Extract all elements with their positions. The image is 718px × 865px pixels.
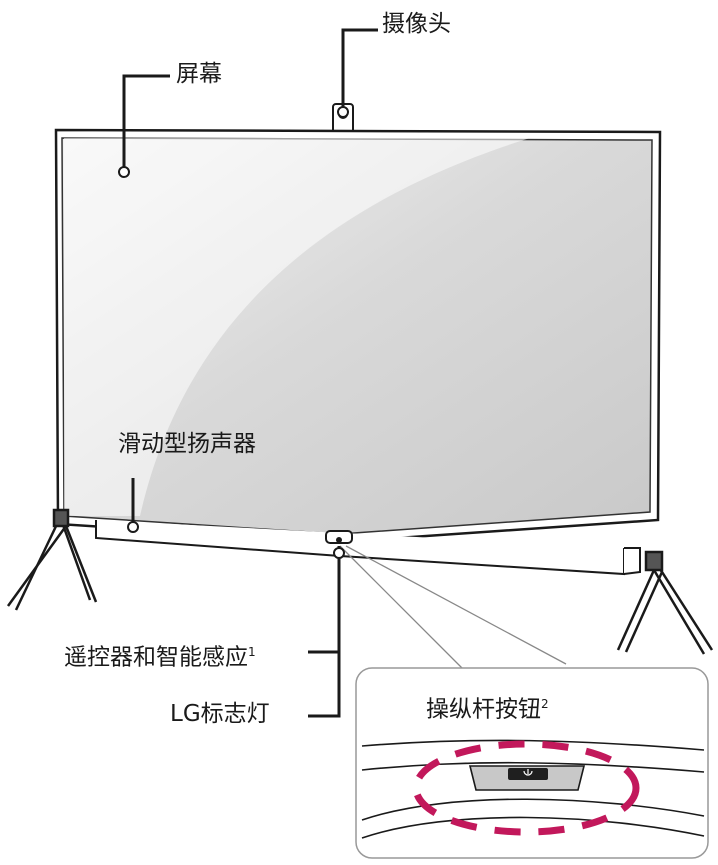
joystick-zoom-panel <box>355 667 709 859</box>
leader-lines <box>122 28 378 718</box>
camera-label-text: 摄像头 <box>382 11 451 37</box>
camera-label: 摄像头 <box>382 10 451 38</box>
remote-sensor-label: 遥控器和智能感应1 <box>64 638 256 672</box>
joystick-label: 操纵杆按钮2 <box>426 690 549 724</box>
joystick-range-ring <box>412 740 640 836</box>
remote-sensor-footnote: 1 <box>248 645 256 659</box>
joystick-label-text: 操纵杆按钮 <box>426 696 541 723</box>
tv-stand-right <box>616 550 714 655</box>
screen-label: 屏幕 <box>176 60 222 88</box>
logo-light-label: LG标志灯 <box>170 700 270 728</box>
zoom-cone <box>339 545 567 669</box>
tv-frame <box>54 128 662 544</box>
joystick-footnote: 2 <box>541 697 549 711</box>
speaker-label-text: 滑动型扬声器 <box>118 431 256 457</box>
center-sensor <box>325 530 353 544</box>
logo-light-label-text: LG标志灯 <box>170 701 270 727</box>
remote-sensor-label-text: 遥控器和智能感应 <box>64 644 248 671</box>
leader-dots <box>118 106 349 559</box>
speaker-label: 滑动型扬声器 <box>118 430 256 458</box>
screen-label-text: 屏幕 <box>176 61 222 87</box>
tv-stand-left <box>6 508 98 611</box>
